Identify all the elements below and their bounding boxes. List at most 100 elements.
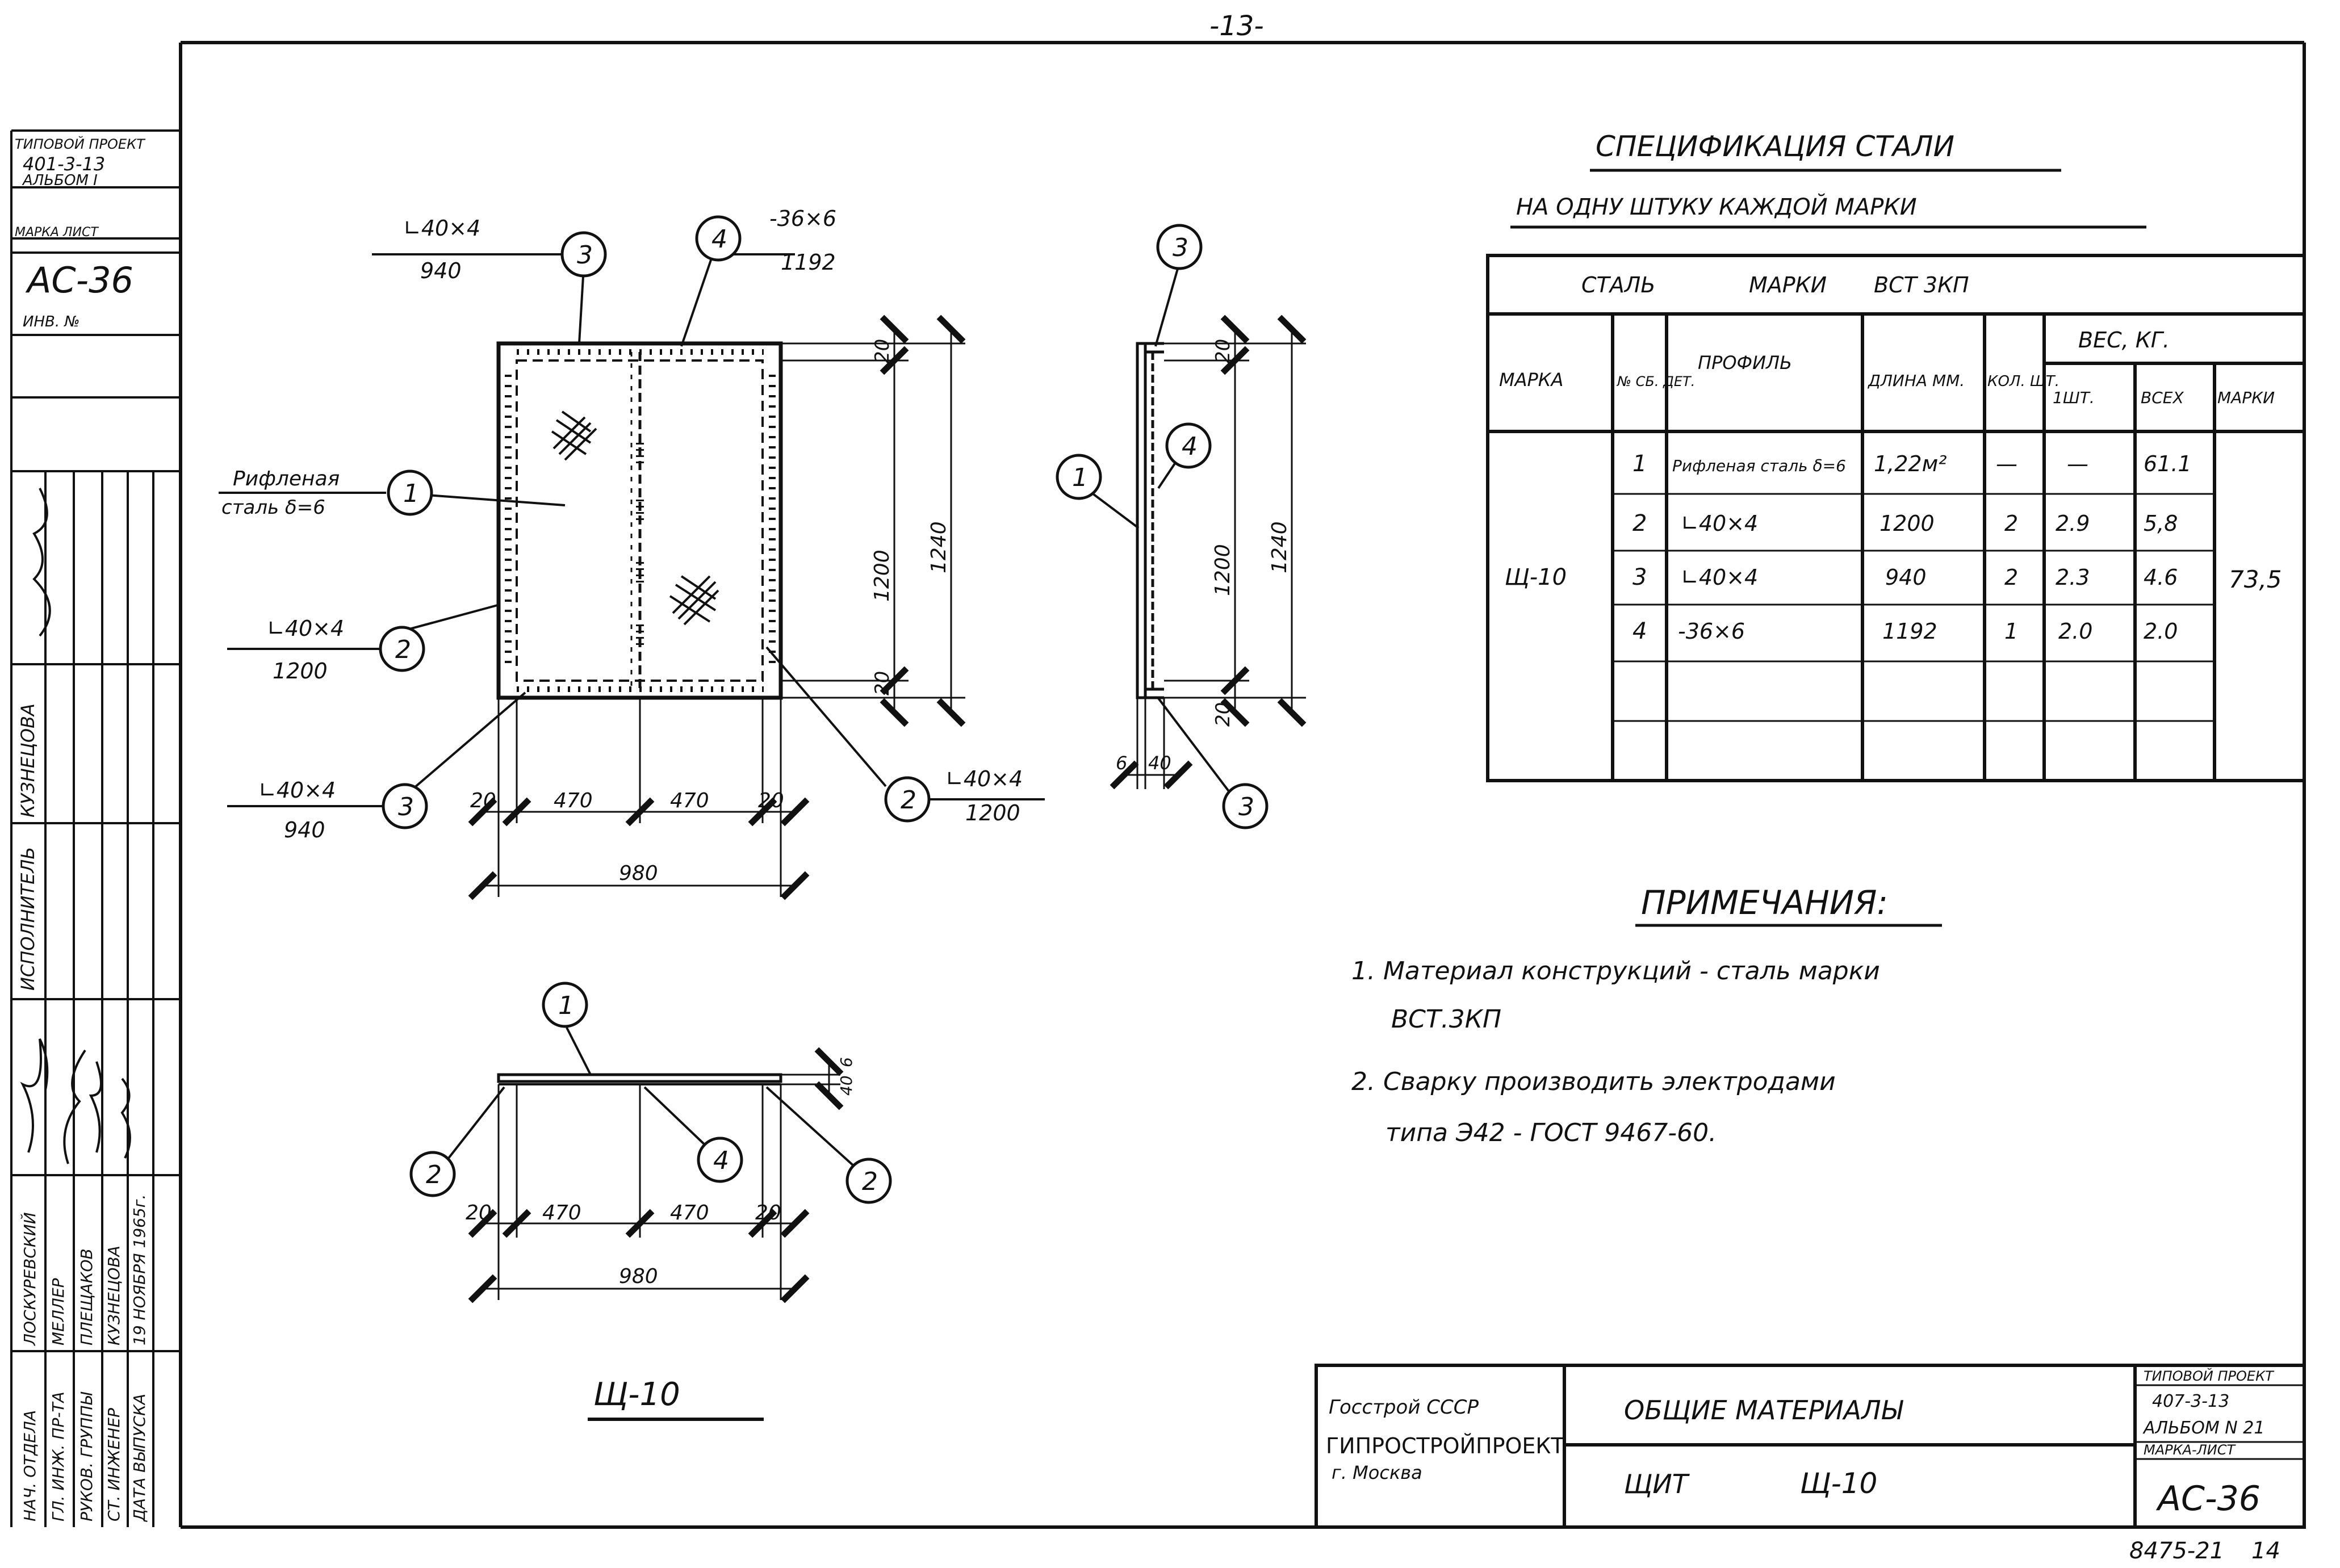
spec-row-3: 4 -36×6 1192 1 2.0 2.0 xyxy=(1632,618,2178,644)
stamp-role-0: НАЧ. ОТДЕЛА xyxy=(20,1410,39,1521)
tb-r-sheet-label: МАРКА-ЛИСТ xyxy=(2144,1442,2236,1458)
spec-steel-a: СТАЛЬ xyxy=(1581,272,1655,297)
svg-text:2: 2 xyxy=(2004,511,2018,536)
section-dim-t2: 6 xyxy=(837,1057,856,1067)
stamp-sheet: АС-36 xyxy=(25,259,133,301)
mark-title: Щ-10 xyxy=(593,1376,680,1413)
plan-callout-profile-0: ∟40×4 xyxy=(403,216,480,241)
plan-callout-length-2: сталь δ=6 xyxy=(221,496,325,519)
plan-callout-num-0: 3 xyxy=(577,241,593,270)
plan-dim-total: 980 xyxy=(619,862,658,885)
svg-text:2: 2 xyxy=(2004,565,2018,590)
spec-row-0: 1 Рифленая сталь δ=6 1,22м² — — 61.1 xyxy=(1632,451,2192,477)
section-plate xyxy=(497,1073,782,1083)
tb-org-2: ГИПРОСТРОЙПРОЕКТ xyxy=(1326,1433,1564,1458)
plan-callout-num-3: 2 xyxy=(395,635,411,664)
spec-table: СПЕЦИФИКАЦИЯ СТАЛИ НА ОДНУ ШТУКУ КАЖДОЙ … xyxy=(1486,130,2306,782)
spec-h-profile: ПРОФИЛЬ xyxy=(1698,352,1792,374)
stamp-executor: КУЗНЕЦОВА xyxy=(17,703,39,817)
tb-r-code: 407-3-13 xyxy=(2152,1391,2229,1411)
tb-org-1: Госстрой СССР xyxy=(1329,1396,1479,1419)
section-dim-t1: 40 xyxy=(837,1075,856,1096)
svg-text:-36×6: -36×6 xyxy=(1678,619,1745,644)
plan-callout-num-1: 4 xyxy=(711,225,727,254)
side-callout-0: 3 xyxy=(1173,233,1188,262)
plan-callout-profile-5: ∟40×4 xyxy=(945,766,1023,791)
tb-name-1: ОБЩИЕ МАТЕРИАЛЫ xyxy=(1624,1395,1904,1426)
stamp-executor-label: ИСПОЛНИТЕЛЬ xyxy=(17,847,39,991)
plan-callout-length-1: 1192 xyxy=(781,250,836,275)
stamp-role-3: СТ. ИНЖЕНЕР xyxy=(104,1408,123,1521)
plan-h-dims xyxy=(468,698,810,900)
plan-dim-v1: 20 xyxy=(871,339,894,363)
side-callout-1: 1 xyxy=(1072,463,1088,492)
section-callouts xyxy=(409,982,892,1204)
plan-callout-length-0: 940 xyxy=(420,258,462,283)
notes-line-1: 1. Материал конструкций - сталь марки xyxy=(1351,957,1880,986)
tb-org-3: г. Москва xyxy=(1332,1462,1422,1483)
archive-code: 8475-21 xyxy=(2129,1538,2224,1564)
plan-callout-profile-2: Рифленая xyxy=(233,467,340,490)
spec-mark: Щ-10 xyxy=(1505,564,1567,590)
plan-dim-h1: 20 xyxy=(470,789,496,812)
svg-text:1192: 1192 xyxy=(1882,619,1937,644)
side-dim-b2: 40 xyxy=(1148,752,1171,774)
notes-line-2: ВСТ.3КП xyxy=(1391,1005,1501,1034)
section-dim-total: 980 xyxy=(619,1265,658,1288)
section-dim-h3: 470 xyxy=(670,1201,709,1225)
left-stamp: ТИПОВОЙ ПРОЕКТ 401-3-13 АЛЬБОМ I МАРКА Л… xyxy=(10,129,181,1527)
side-dim-v2: 1200 xyxy=(1211,544,1234,596)
plan-callout-profile-3: ∟40×4 xyxy=(267,616,344,641)
section-callout-1: 2 xyxy=(426,1160,442,1189)
notes: ПРИМЕЧАНИЯ: 1. Материал конструкций - ст… xyxy=(1351,883,1942,1147)
spec-h-per: 1ШТ. xyxy=(2053,388,2095,407)
plan-leaders xyxy=(219,238,1045,807)
stamp-name-4: 19 НОЯБРЯ 1965г. xyxy=(130,1194,149,1345)
svg-text:2.0: 2.0 xyxy=(2144,619,2178,644)
section-leaders xyxy=(447,1027,856,1168)
plan-view: 3 4 1 2 3 2 ∟40×4 940 -36×6 1192 Рифлена… xyxy=(219,206,1045,900)
stamp-inv: ИНВ. № xyxy=(23,313,79,330)
side-view: 20 1200 20 1240 6 40 3 1 4 3 xyxy=(1056,224,1307,829)
spec-steel-b: МАРКИ xyxy=(1749,272,1827,297)
svg-text:5,8: 5,8 xyxy=(2144,511,2178,536)
spec-title: СПЕЦИФИКАЦИЯ СТАЛИ xyxy=(1596,130,1954,163)
tb-r-sheet: АС-36 xyxy=(2155,1479,2261,1519)
svg-text:61.1: 61.1 xyxy=(2144,451,2192,476)
plan-dim-h2: 470 xyxy=(554,789,593,812)
side-plate xyxy=(1136,342,1147,699)
svg-text:1200: 1200 xyxy=(1879,511,1935,536)
section-callout-2: 4 xyxy=(713,1146,729,1175)
svg-text:4.6: 4.6 xyxy=(2144,565,2178,590)
weld-marks xyxy=(505,349,776,692)
spec-h-all: ВСЕХ xyxy=(2141,388,2184,407)
plan-callout-profile-4: ∟40×4 xyxy=(258,778,336,803)
plan-callouts xyxy=(379,215,931,829)
plan-callout-length-3: 1200 xyxy=(273,659,328,684)
signatures xyxy=(20,488,131,1164)
plan-callout-profile-1: -36×6 xyxy=(769,206,836,231)
stamp-project: ТИПОВОЙ ПРОЕКТ xyxy=(15,136,146,152)
notes-line-4: типа Э42 - ГОСТ 9467-60. xyxy=(1385,1118,1717,1147)
svg-text:∟40×4: ∟40×4 xyxy=(1681,511,1758,536)
side-callouts xyxy=(1056,224,1269,829)
spec-h-marks: МАРКИ xyxy=(2217,388,2275,407)
plan-callout-num-4: 3 xyxy=(398,793,414,821)
svg-text:1: 1 xyxy=(1632,451,1647,477)
stamp-role-1: ГЛ. ИНЖ. ПР-ТА xyxy=(49,1391,68,1521)
spec-h-weight: ВЕС, КГ. xyxy=(2078,328,2170,353)
svg-text:2.0: 2.0 xyxy=(2058,619,2092,644)
spec-h-num: № СБ. ДЕТ. xyxy=(1616,374,1695,389)
svg-text:2.9: 2.9 xyxy=(2056,511,2090,536)
svg-text:—: — xyxy=(2067,451,2088,476)
svg-text:3: 3 xyxy=(1632,564,1647,590)
notes-title: ПРИМЕЧАНИЯ: xyxy=(1641,883,1888,922)
checker-hatch xyxy=(551,410,719,626)
stamp-code: 401-3-13 xyxy=(23,153,105,175)
plan-callout-num-2: 1 xyxy=(403,479,419,508)
spec-h-qty: КОЛ. ШТ. xyxy=(1987,373,2059,390)
section-dim-h2: 470 xyxy=(542,1201,581,1225)
svg-text:1: 1 xyxy=(2004,619,2018,644)
side-leaders xyxy=(1092,266,1230,793)
side-callout-3: 3 xyxy=(1238,793,1254,821)
